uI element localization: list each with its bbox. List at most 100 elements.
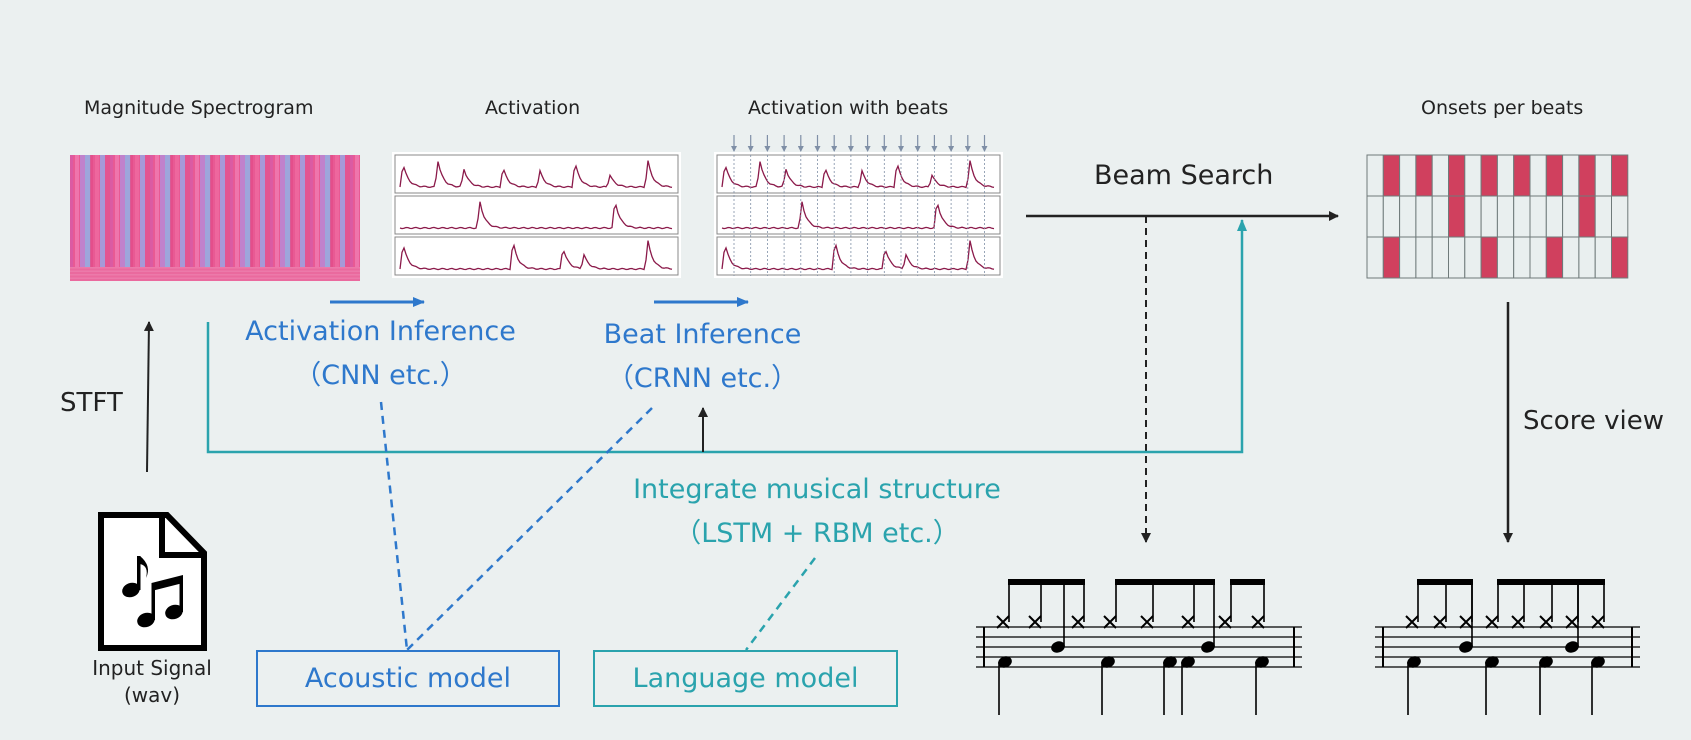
beam-search-label: Beam Search	[1094, 160, 1274, 191]
spectrogram-band	[330, 155, 333, 267]
onset-cell-filled	[1415, 154, 1433, 197]
activation-inference-method: （CNN etc.）	[294, 360, 467, 391]
onset-cell-filled	[1611, 236, 1629, 279]
language-model-box[interactable]: Language model	[593, 650, 898, 707]
spectrogram-band	[165, 155, 171, 267]
onset-cell	[1545, 195, 1564, 238]
hihat-note	[1028, 615, 1042, 629]
spectrogram-band	[170, 155, 173, 267]
spectrogram-band	[300, 155, 305, 267]
spectrogram-band	[230, 155, 233, 267]
activation-plot	[392, 152, 681, 278]
activation-beats-caption: Activation with beats	[748, 97, 949, 119]
input-signal-label: Input Signal (wav)	[86, 656, 218, 707]
onset-cell	[1529, 236, 1547, 279]
spectrogram-row	[70, 278, 360, 279]
snare-note	[1459, 641, 1473, 653]
spectrogram-band	[215, 155, 219, 267]
spectrogram-band	[240, 155, 245, 267]
spectrogram-row	[70, 274, 360, 275]
activation-curve	[399, 240, 673, 271]
spectrogram-band	[140, 155, 145, 267]
integrate-structure-method: （LSTM + RBM etc.）	[674, 518, 960, 549]
spectrogram-band	[150, 155, 153, 267]
onset-cell-filled	[1578, 154, 1596, 197]
onset-cell-filled	[1382, 154, 1401, 197]
spectrogram-band	[315, 155, 319, 267]
spectrogram-band	[285, 155, 291, 267]
spectrogram-band	[100, 155, 105, 267]
spectrogram-row	[70, 276, 360, 278]
activation-beats-curve	[721, 160, 995, 189]
spectrogram-row	[70, 268, 360, 270]
activation-beats-curve	[721, 240, 995, 271]
beam	[1417, 579, 1473, 585]
spectrogram-band	[350, 155, 353, 267]
spectrogram-band	[275, 155, 279, 267]
onset-cell	[1513, 195, 1531, 238]
spectrogram-band	[160, 155, 165, 267]
stft-arrow	[143, 321, 154, 473]
onset-cell	[1496, 195, 1515, 238]
onset-cell	[1496, 154, 1515, 197]
beat-inference-label: Beat Inference （CRNN etc.）	[590, 319, 815, 395]
spectrogram-band	[195, 155, 199, 267]
onset-cell	[1415, 236, 1433, 279]
onset-cell	[1399, 236, 1417, 279]
spectrogram-band	[355, 155, 359, 267]
spectrogram-band	[270, 155, 273, 267]
spectrogram-band	[335, 155, 339, 267]
onset-cell-filled	[1448, 195, 1466, 238]
onset-cell	[1464, 236, 1482, 279]
onset-cell	[1529, 195, 1547, 238]
acoustic-model-box[interactable]: Acoustic model	[256, 650, 560, 707]
onset-cell	[1562, 195, 1580, 238]
spectrogram-row	[70, 272, 360, 274]
onset-cell	[1399, 154, 1417, 197]
spectrogram-row	[70, 271, 360, 272]
acoustic-link-2	[406, 407, 653, 651]
spectrogram-band	[225, 155, 231, 267]
spectrogram-band	[250, 155, 253, 267]
hihat-note	[1071, 615, 1085, 629]
onset-cell	[1431, 154, 1449, 197]
hihat-note	[1511, 615, 1525, 629]
spectrogram-band	[75, 155, 79, 267]
onset-cell-filled	[1545, 154, 1564, 197]
onset-cell	[1464, 154, 1482, 197]
onset-cell	[1529, 154, 1547, 197]
spectrogram-band	[120, 155, 125, 267]
score-view-label: Score view	[1523, 406, 1664, 436]
onset-cell	[1513, 236, 1531, 279]
drum-score-view	[1375, 579, 1640, 715]
hihat-note	[1591, 615, 1605, 629]
kick-note	[1181, 656, 1195, 668]
spectrogram-caption: Magnitude Spectrogram	[84, 97, 314, 119]
language-link	[745, 557, 816, 651]
onsets-caption: Onsets per beats	[1421, 97, 1584, 119]
spectrogram-band	[185, 155, 191, 267]
onset-cell	[1415, 195, 1433, 238]
spectrogram-band	[145, 155, 151, 267]
spectrogram-row	[70, 267, 360, 268]
spectrogram-band	[310, 155, 313, 267]
hihat-note	[1103, 615, 1117, 629]
kick-note	[1407, 656, 1421, 668]
input-signal-name: Input Signal	[92, 656, 212, 680]
activation-beats-plot	[714, 135, 1003, 278]
hihat-note	[1140, 615, 1154, 629]
spectrogram-band	[260, 155, 265, 267]
spectrogram-band	[290, 155, 293, 267]
onset-cell-filled	[1382, 236, 1401, 279]
spectrogram-band	[95, 155, 99, 267]
onset-cell	[1611, 195, 1629, 238]
onset-cell	[1594, 154, 1612, 197]
spectrogram-band	[70, 155, 73, 267]
integrate-structure-label: Integrate musical structure （LSTM + RBM …	[622, 474, 1012, 550]
kick-note	[1539, 656, 1553, 668]
activation-curve	[399, 160, 673, 189]
hihat-note	[996, 615, 1010, 629]
onset-cell	[1399, 195, 1417, 238]
snare-note	[1565, 641, 1579, 653]
stft-label: STFT	[60, 388, 123, 418]
